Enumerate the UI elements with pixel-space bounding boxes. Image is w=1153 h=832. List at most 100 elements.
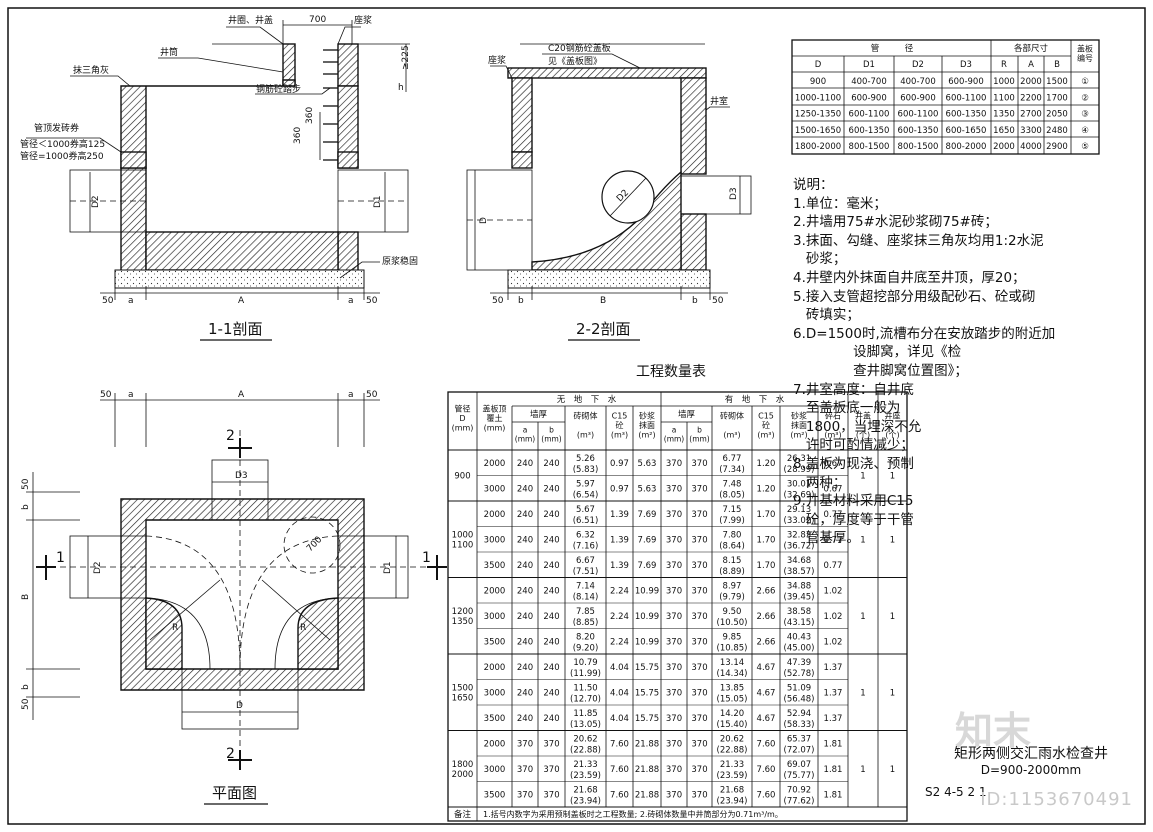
qty-cell-a: 370 xyxy=(666,459,682,469)
qty-cell-gravel: 1.81 xyxy=(824,739,843,749)
sizes-header-slab: 编号 xyxy=(1077,53,1093,63)
qty-cell-a: 370 xyxy=(666,663,682,673)
qty-cell-cover: 2000 xyxy=(484,510,506,520)
sizes-header-pipe: 管 径 xyxy=(871,43,914,54)
qty-cell-brick: 11.50 xyxy=(573,683,597,693)
svg-text:b: b xyxy=(21,684,31,690)
qty-cell-brick: 6.32 xyxy=(576,530,595,540)
qty-cell-a: 240 xyxy=(517,586,533,596)
qty-cell-mortar: 5.63 xyxy=(638,484,657,494)
svg-text:a: a xyxy=(128,296,134,306)
sizes-cell: ① xyxy=(1081,77,1089,87)
sizes-col-header: R xyxy=(1001,60,1007,70)
qty-header-ab: (mm) xyxy=(541,435,562,444)
svg-text:D1: D1 xyxy=(373,195,383,208)
qty-cell-a: 370 xyxy=(517,790,533,800)
sizes-cell: 2050 xyxy=(1046,110,1068,120)
qty-cell-gravel: 0.77 xyxy=(824,561,843,571)
qty-cell-brick-alt: (7.34) xyxy=(719,465,745,475)
qty-cell-c15: 1.20 xyxy=(757,459,776,469)
qty-cell-c15: 7.60 xyxy=(757,739,776,749)
qty-header-cover: 覆土 xyxy=(487,413,503,423)
sizes-cell: 1650 xyxy=(993,126,1015,136)
plan-section-marks: 1 1 2 2 xyxy=(56,428,431,762)
svg-text:S2 4-5 2 1: S2 4-5 2 1 xyxy=(925,785,987,799)
qty-cell-cover: 3000 xyxy=(484,535,506,545)
qty-cell-c15: 7.60 xyxy=(757,765,776,775)
sizes-cell: 600-1100 xyxy=(946,93,987,103)
qty-cell-a: 370 xyxy=(666,510,682,520)
qty-cell-dia: 900 xyxy=(454,472,470,482)
note-line: 9.井基材料采用C15 xyxy=(793,493,914,510)
qty-cell-brick-alt: (11.99) xyxy=(570,669,601,679)
qty-cell-c15: 2.66 xyxy=(757,586,776,596)
qty-cell-b: 240 xyxy=(543,637,559,647)
note-line: 砂浆； xyxy=(793,251,847,268)
qty-cell-brick-alt: (9.20) xyxy=(573,643,599,653)
qty-header-water: 有 地 下 水 xyxy=(725,394,785,405)
svg-text:D3: D3 xyxy=(729,187,739,200)
qty-cell-dia: 2000 xyxy=(452,770,474,780)
qty-cell-brick-alt: (23.94) xyxy=(717,796,748,806)
qty-cell-a: 370 xyxy=(666,739,682,749)
qty-cell-mortar: 38.58 xyxy=(787,607,811,617)
qty-cell-c15: 0.97 xyxy=(610,459,629,469)
note-line: 6.D=1500时,流槽布分在安放踏步的附近加 xyxy=(793,325,1056,342)
qty-cell-b: 370 xyxy=(691,637,707,647)
qty-cell-a: 370 xyxy=(666,688,682,698)
qty-cell-ring: 1 xyxy=(860,612,865,622)
qty-header-col: (m³) xyxy=(611,431,628,440)
qty-cell-a: 370 xyxy=(666,790,682,800)
qty-cell-a: 370 xyxy=(666,535,682,545)
qty-cell-c15: 2.66 xyxy=(757,612,776,622)
plan-view-text: 50 a A a 50 D3 D2 D1 D R R 700 B 50 b b … xyxy=(21,390,393,711)
qty-cell-brick-alt: (22.88) xyxy=(717,745,748,755)
qty-cell-mortar: 69.07 xyxy=(787,760,811,770)
qty-cell-seat: 1 xyxy=(890,612,895,622)
qty-cell-mortar-alt: (39.45) xyxy=(784,592,815,602)
qty-cell-c15: 1.70 xyxy=(757,535,776,545)
qty-cell-mortar: 7.69 xyxy=(638,535,657,545)
qty-cell-cover: 3000 xyxy=(484,688,506,698)
qty-header-col: (m³) xyxy=(577,431,594,440)
qty-header-col: 砂浆 xyxy=(791,411,807,421)
qty-cell-b: 240 xyxy=(543,586,559,596)
qty-cell-a: 370 xyxy=(666,561,682,571)
sizes-cell: 600-1650 xyxy=(946,126,987,136)
quantity-table-grid xyxy=(447,391,908,822)
note-line: 至盖板底一般为 xyxy=(793,400,901,417)
sizes-cell: 400-700 xyxy=(851,77,887,87)
qty-cell-gravel: 1.37 xyxy=(824,714,843,724)
qty-cell-brick-alt: (6.51) xyxy=(573,516,599,526)
qty-cell-b: 370 xyxy=(691,459,707,469)
note-line: 2.井墙用75#水泥砂浆砌75#砖； xyxy=(793,214,998,231)
qty-cell-cover: 2000 xyxy=(484,739,506,749)
qty-header-ab: b xyxy=(549,426,554,435)
svg-text:B: B xyxy=(600,296,606,306)
qty-cell-mortar-alt: (45.00) xyxy=(784,643,815,653)
sizes-header-slab: 盖板 xyxy=(1077,43,1093,53)
qty-cell-brick-alt: (14.34) xyxy=(717,669,748,679)
svg-text:D2: D2 xyxy=(91,195,101,208)
qty-cell-a: 240 xyxy=(517,637,533,647)
svg-text:R: R xyxy=(172,623,178,633)
qty-cell-c15: 7.60 xyxy=(757,790,776,800)
qty-cell-a: 240 xyxy=(517,714,533,724)
qty-cell-c15: 1.70 xyxy=(757,510,776,520)
qty-cell-mortar-alt: (58.33) xyxy=(784,720,815,730)
qty-cell-mortar: 26.31 xyxy=(787,454,811,464)
qty-cell-brick: 11.85 xyxy=(573,709,597,719)
qty-cell-mortar-alt: (36.72) xyxy=(784,541,815,551)
qty-cell-c15: 2.24 xyxy=(610,637,629,647)
sizes-cell: 600-1350 xyxy=(898,126,939,136)
note-line: 1.单位：毫米； xyxy=(793,195,887,212)
qty-cell-c15: 4.67 xyxy=(757,714,776,724)
svg-text:50: 50 xyxy=(492,296,504,306)
qty-cell-dia: 1100 xyxy=(452,540,474,550)
qty-cell-c15: 7.60 xyxy=(610,790,629,800)
qty-cell-mortar-alt: (38.57) xyxy=(784,567,815,577)
svg-text:D: D xyxy=(479,217,489,224)
qty-cell-mortar-alt: (77.62) xyxy=(784,796,815,806)
sizes-cell: 2480 xyxy=(1046,126,1068,136)
